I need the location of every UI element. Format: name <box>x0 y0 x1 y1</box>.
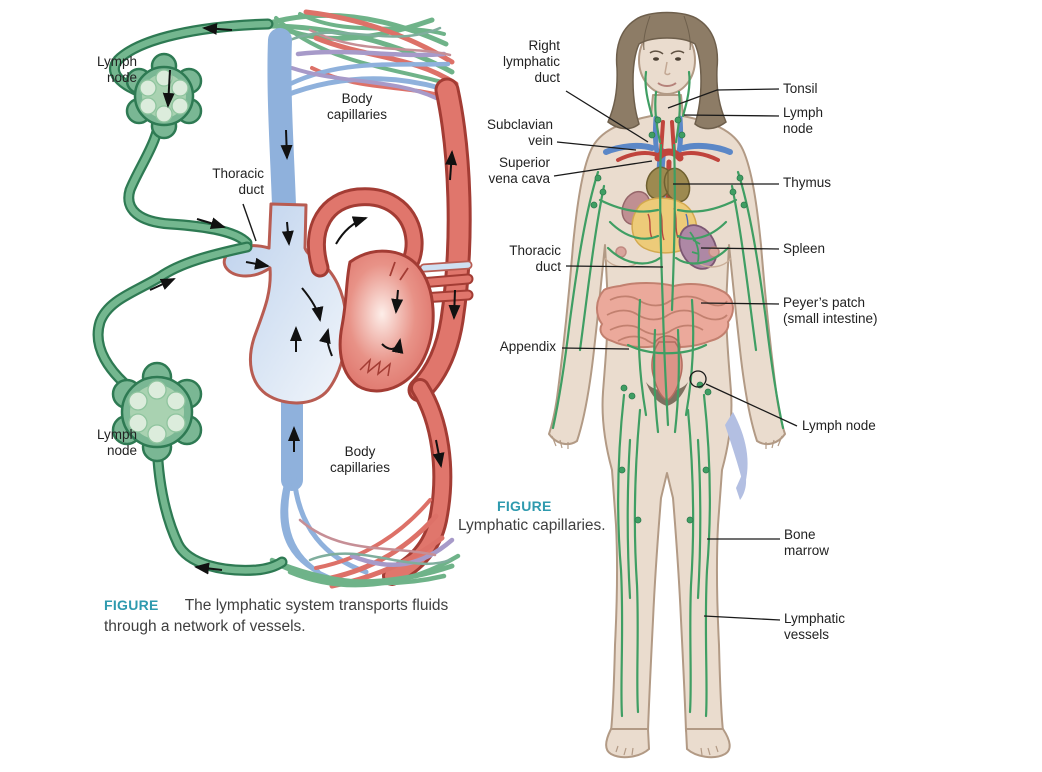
magnifier-circle <box>689 370 707 388</box>
heart-right-side-blue <box>222 202 348 405</box>
left-diagram <box>92 9 474 589</box>
lymph-node-top <box>125 52 203 140</box>
ventricle-trabeculae <box>359 357 392 377</box>
heart-left-ventricle <box>338 249 435 393</box>
blue-drape <box>725 412 748 500</box>
label-lymph-node-groin: Lymph node <box>802 418 876 433</box>
label-peyers-patch: Peyer’s patch (small intestine) <box>783 295 878 327</box>
leader-lines <box>553 88 798 621</box>
thoracic-duct-pointer-line <box>242 203 257 242</box>
aorta-arch <box>307 187 424 284</box>
left-foot <box>605 728 651 759</box>
right-figure <box>548 11 798 759</box>
heart <box>222 187 474 405</box>
label-body-capillaries-bottom: Body capillaries <box>329 444 391 476</box>
hair <box>607 11 727 130</box>
lymph-node-beads <box>590 116 748 524</box>
caption-right-tag: FIGURE <box>497 498 552 514</box>
label-subclavian-vein: Subclavian vein <box>486 117 553 149</box>
right-foot <box>684 728 731 759</box>
hair-strands <box>643 15 691 51</box>
lymphatic-network <box>551 70 785 718</box>
label-body-capillaries-top: Body capillaries <box>326 91 388 123</box>
caption-left-text: The lymphatic system transports fluids t… <box>104 597 449 635</box>
caption-right-text: Lymphatic capillaries. <box>458 517 606 534</box>
label-lymph-node-neck: Lymph node <box>783 105 824 137</box>
label-thymus: Thymus <box>783 175 832 190</box>
label-tonsil: Tonsil <box>783 81 818 96</box>
flow-arrows <box>149 22 461 575</box>
thymus-organ <box>645 166 691 203</box>
caption-left-tag: FIGURE <box>104 597 159 613</box>
flow-arrow <box>162 69 175 108</box>
body-capillaries-top-network <box>263 9 459 100</box>
hand-toe-lines <box>551 435 783 756</box>
face <box>649 50 685 87</box>
vein-trunk-top <box>267 28 296 217</box>
label-thoracic-duct-left: Thoracic duct <box>212 166 264 198</box>
label-appendix: Appendix <box>499 339 556 354</box>
label-lymphatic-vessels: Lymphatic vessels <box>784 611 846 643</box>
label-spleen: Spleen <box>783 241 826 256</box>
label-right-lymphatic-duct: Right lymphatic duct <box>502 38 560 86</box>
body-capillaries-bottom-network <box>269 468 461 589</box>
valve-lines <box>389 261 409 281</box>
label-superior-vena-cava: Superior vena cava <box>488 155 550 187</box>
label-lymph-node-bottom: Lymph node <box>96 427 137 459</box>
label-lymph-node-top: Lymph node <box>96 54 137 86</box>
label-bone-marrow: Bone marrow <box>784 527 830 559</box>
lymph-node-bottom <box>111 361 203 463</box>
intestines <box>596 282 734 349</box>
label-thoracic-duct-right: Thoracic duct <box>509 243 561 275</box>
